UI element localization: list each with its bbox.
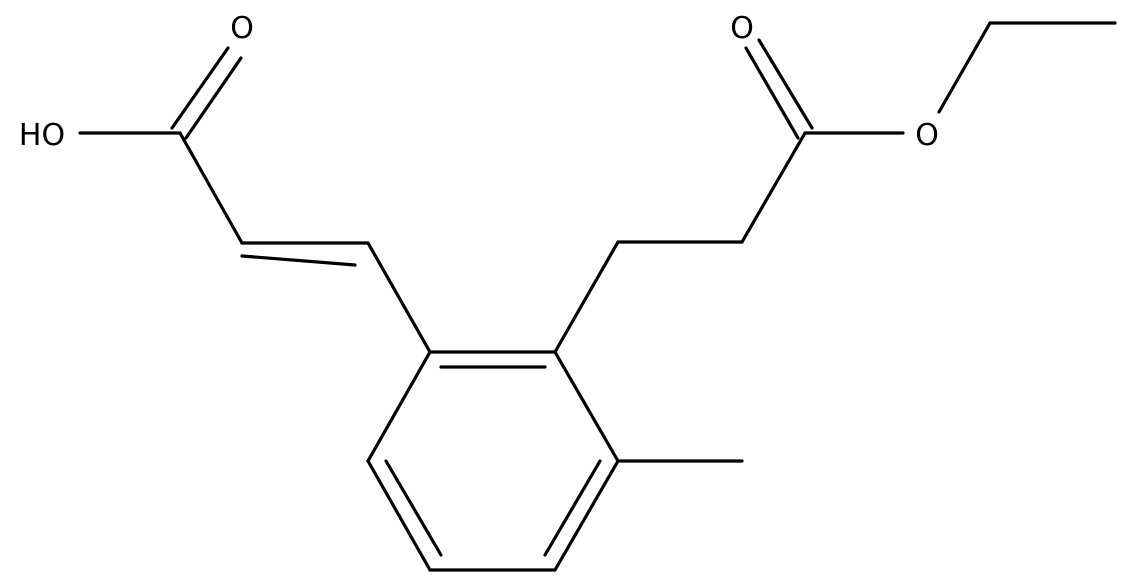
bond-acid-c-ch bbox=[178, 131, 244, 245]
atom-label-hydroxyl: HO bbox=[19, 118, 65, 153]
bond-acid-c-o-double-b bbox=[184, 56, 243, 140]
atom-label-ester-oxygen: O bbox=[915, 118, 939, 153]
bond-ring-5-6-inner bbox=[384, 459, 443, 557]
bond-ch2-ester-c bbox=[740, 131, 807, 244]
bond-ring-3-4 bbox=[553, 459, 620, 572]
bond-ester-o-ch2 bbox=[937, 21, 992, 114]
bond-vinyl-double-b bbox=[240, 254, 357, 267]
atom-label-ester-carbonyl-oxygen: O bbox=[730, 11, 754, 46]
bond-vinyl-ring bbox=[366, 241, 432, 354]
bond-ring-ch2 bbox=[553, 240, 620, 354]
bond-ring-2-3 bbox=[553, 350, 620, 463]
bond-ester-c-o-double-a bbox=[744, 46, 800, 140]
bond-ring-3-4-inner bbox=[543, 459, 602, 557]
bond-ester-c-o-double-b bbox=[757, 38, 814, 130]
bond-ring-5-6 bbox=[366, 459, 432, 572]
atom-label-acid-oxygen: O bbox=[230, 11, 254, 46]
bond-ring-6-1 bbox=[366, 350, 432, 463]
bond-acid-c-o-double-a bbox=[170, 46, 230, 130]
